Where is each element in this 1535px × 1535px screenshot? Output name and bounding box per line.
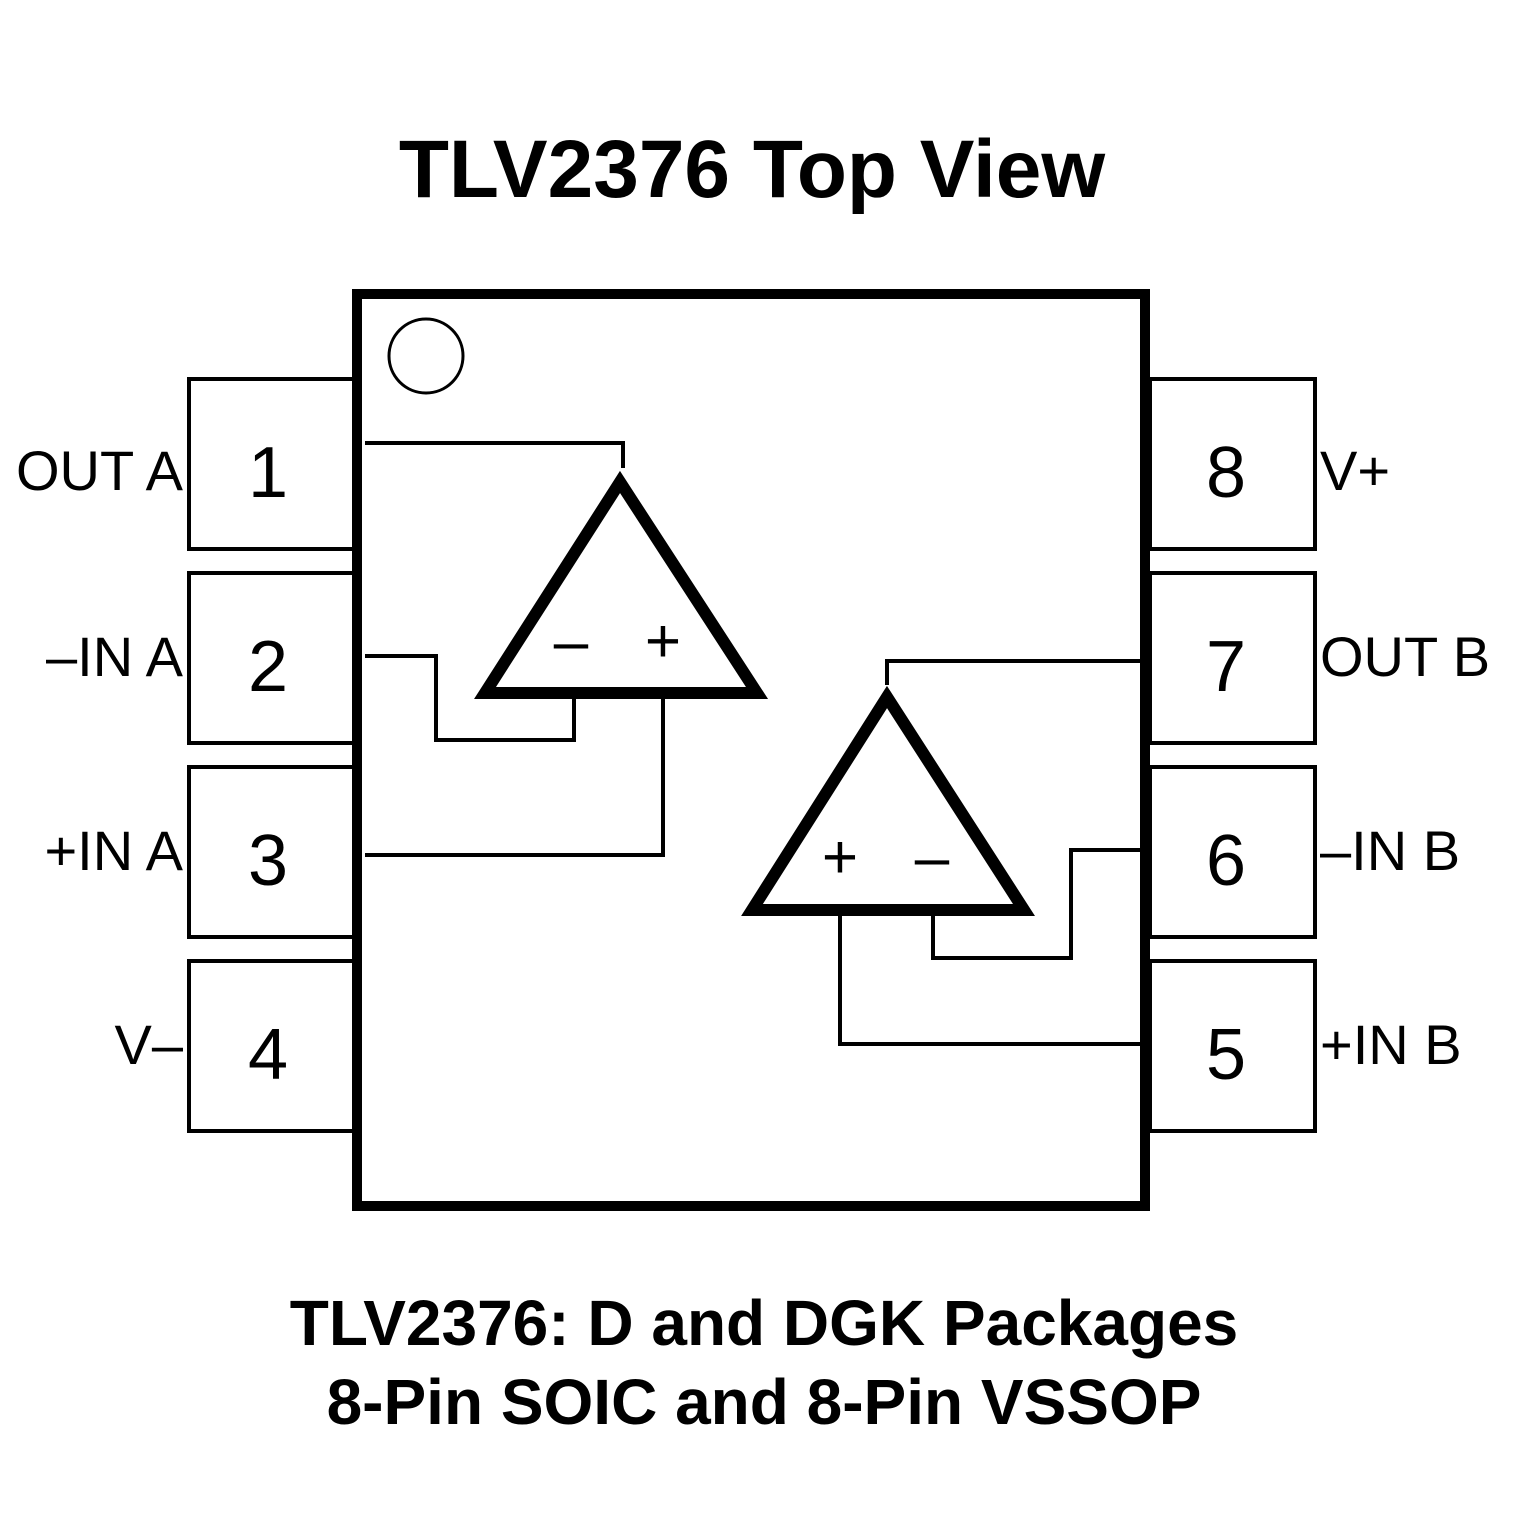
pin-number: 5 bbox=[1206, 1015, 1246, 1095]
opamp-b-minus: – bbox=[915, 823, 950, 892]
pin-7: 7 OUT B bbox=[1148, 571, 1490, 745]
pin-label: +IN B bbox=[1320, 1013, 1462, 1076]
pin-2: 2 –IN A bbox=[46, 571, 356, 745]
wire-plus-in-b bbox=[838, 915, 1140, 1046]
pin1-marker-icon bbox=[387, 317, 465, 395]
wire-out-b bbox=[885, 659, 1140, 685]
pin-label: V+ bbox=[1320, 439, 1390, 502]
pin-label: OUT A bbox=[16, 439, 184, 502]
pin-1: 1 OUT A bbox=[16, 377, 356, 551]
pin-number: 2 bbox=[248, 627, 288, 707]
pin-number: 7 bbox=[1206, 627, 1246, 707]
opamp-b-plus: + bbox=[822, 823, 858, 892]
pin-number: 3 bbox=[248, 821, 288, 901]
opamp-a-plus: + bbox=[645, 607, 681, 676]
pin-label: OUT B bbox=[1320, 625, 1490, 688]
diagram-title: TLV2376 Top View bbox=[399, 124, 1106, 215]
opamp-a-triangle-icon bbox=[474, 470, 769, 699]
pin-number: 8 bbox=[1206, 433, 1246, 513]
opamp-b: + – bbox=[741, 659, 1140, 1046]
pin-number: 6 bbox=[1206, 821, 1246, 901]
pin-number: 1 bbox=[248, 433, 288, 513]
package-caption-line2: 8-Pin SOIC and 8-Pin VSSOP bbox=[327, 1366, 1202, 1438]
package-body bbox=[352, 289, 1150, 1211]
pin-label: –IN A bbox=[46, 625, 184, 688]
pin-5: 5 +IN B bbox=[1148, 959, 1462, 1133]
pin-label: V– bbox=[115, 1013, 184, 1076]
pin-4: 4 V– bbox=[115, 959, 356, 1133]
wire-minus-in-b bbox=[931, 848, 1140, 960]
pin-8: 8 V+ bbox=[1148, 377, 1390, 551]
opamp-a: – + bbox=[365, 441, 769, 857]
wire-minus-in-a bbox=[365, 654, 576, 742]
pin-6: 6 –IN B bbox=[1148, 765, 1460, 939]
pin-label: –IN B bbox=[1320, 819, 1460, 882]
package-caption-line1: TLV2376: D and DGK Packages bbox=[290, 1287, 1239, 1359]
opamp-b-triangle-icon bbox=[741, 685, 1035, 916]
pin-3: 3 +IN A bbox=[44, 765, 356, 939]
pin-label: +IN A bbox=[44, 819, 183, 882]
wire-plus-in-a bbox=[365, 698, 665, 857]
opamp-a-minus: – bbox=[554, 607, 589, 676]
wire-out-a bbox=[365, 441, 625, 468]
pin-number: 4 bbox=[248, 1015, 288, 1095]
